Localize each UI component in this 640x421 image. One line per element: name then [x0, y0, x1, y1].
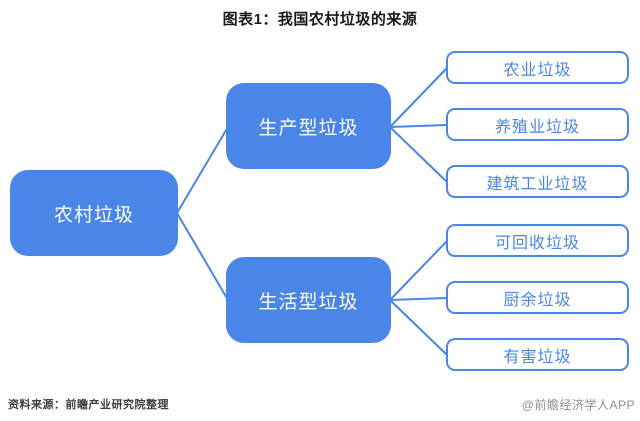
node-household-waste: 生活型垃圾 — [226, 257, 391, 343]
connector-branch1-leaf2 — [389, 124, 448, 128]
node-hazardous-waste: 有害垃圾 — [446, 338, 629, 371]
connector-branch2-leaf5 — [389, 297, 448, 301]
connector-root-branch2 — [176, 212, 229, 301]
watermark: @前瞻经济学人APP — [521, 398, 635, 412]
node-construction-industry-waste: 建筑工业垃圾 — [446, 165, 629, 198]
node-breeding-industry-waste: 养殖业垃圾 — [446, 108, 629, 141]
node-production-waste: 生产型垃圾 — [226, 83, 391, 169]
node-kitchen-waste: 厨余垃圾 — [446, 281, 629, 314]
connector-branch1-leaf3 — [389, 126, 448, 183]
connector-root-branch1 — [176, 126, 229, 214]
connector-branch2-leaf6 — [389, 299, 448, 356]
node-rural-waste: 农村垃圾 — [10, 170, 178, 256]
chart-title: 图表1：我国农村垃圾的来源 — [222, 11, 418, 28]
node-recyclable-waste: 可回收垃圾 — [446, 224, 629, 257]
connector-branch1-leaf1 — [389, 67, 448, 128]
connector-branch2-leaf4 — [389, 240, 448, 301]
node-agricultural-waste: 农业垃圾 — [446, 51, 629, 84]
source-note: 资料来源：前瞻产业研究院整理 — [8, 399, 169, 411]
